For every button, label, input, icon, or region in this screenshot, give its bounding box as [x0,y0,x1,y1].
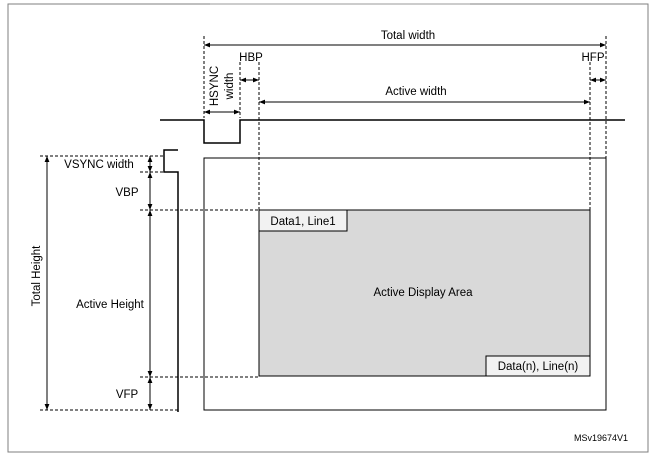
active-width-label: Active width [385,86,446,98]
total-area [203,157,607,411]
hsync-label-line1: HSYNC [209,66,221,106]
vsync-width-label: VSYNC width [64,159,134,171]
data1-line1-box [258,209,348,232]
vsync-signal [163,149,179,412]
figure-id: MSv19674V1 [574,433,628,443]
hfp-label: HFP [582,52,605,64]
hsync-signal [160,119,625,144]
data1-line1-label: Data1, Line1 [270,216,335,228]
datan-linen-label: Data(n), Line(n) [498,361,579,373]
hsync-label-line2: width [224,73,236,101]
active-display-area [258,209,591,377]
datan-linen-box [485,355,591,377]
active-height-label: Active Height [76,299,145,311]
vfp-label: VFP [116,389,139,401]
total-height-label: Total Height [31,245,43,307]
active-area-label: Active Display Area [373,287,473,299]
vbp-label: VBP [115,187,138,199]
total-width-label: Total width [381,30,435,42]
hbp-label: HBP [239,52,263,64]
